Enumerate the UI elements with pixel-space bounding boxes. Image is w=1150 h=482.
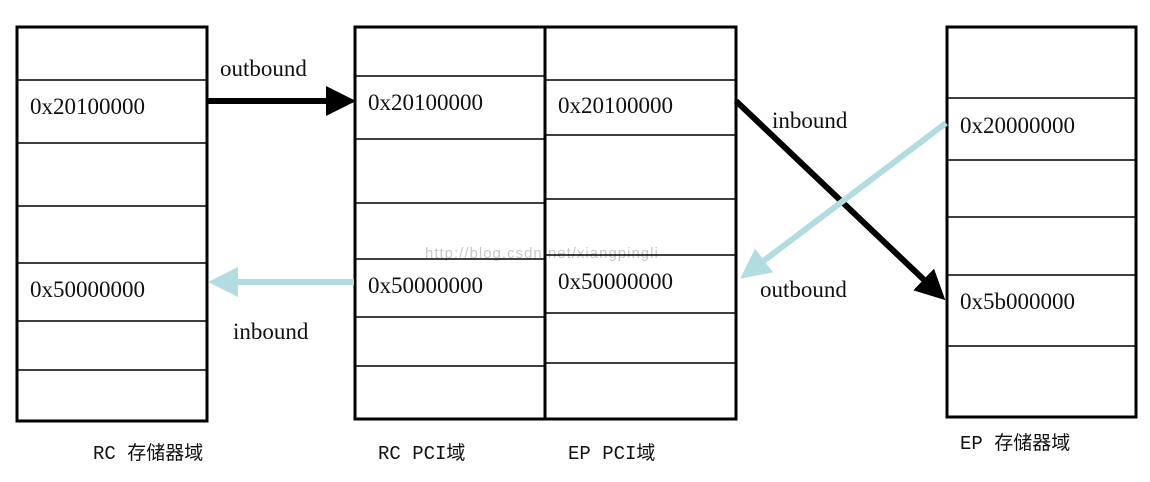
ep-pci-box: [543, 25, 738, 421]
address-label: 0x50000000: [558, 269, 673, 294]
address-label: 0x20100000: [558, 93, 673, 118]
ep-memory-box: [945, 25, 1138, 419]
rc-inbound-label: inbound: [233, 319, 309, 344]
rc-pci-domain-column: 0x20100000 0x50000000 RC PCI域: [353, 25, 547, 465]
column-caption: RC PCI域: [378, 442, 465, 465]
watermark-text: http://blog.csdn.net/xiangpingli: [425, 245, 659, 262]
address-label: 0x5b000000: [960, 289, 1075, 314]
address-label: 0x50000000: [30, 277, 145, 302]
ep-outbound-label: outbound: [760, 277, 847, 302]
column-caption: RC 存储器域: [93, 442, 203, 465]
ep-outbound-arrow: [740, 120, 948, 279]
ep-inbound-label: inbound: [772, 108, 848, 133]
ep-pci-domain-column: 0x20100000 0x50000000 EP PCI域: [543, 25, 738, 465]
column-caption: EP PCI域: [568, 442, 655, 465]
address-label: 0x50000000: [368, 273, 483, 298]
column-caption: EP 存储器域: [960, 432, 1070, 455]
ep-inbound-arrow: [733, 98, 946, 301]
ep-memory-domain-column: 0x20000000 0x5b000000 EP 存储器域: [945, 25, 1138, 455]
rc-memory-box: [15, 25, 209, 423]
address-label: 0x20100000: [368, 90, 483, 115]
rc-pci-box: [353, 25, 547, 421]
address-label: 0x20000000: [960, 113, 1075, 138]
rc-memory-domain-column: 0x20100000 0x50000000 RC 存储器域: [15, 25, 209, 465]
rc-outbound-label: outbound: [220, 56, 307, 81]
address-label: 0x20100000: [30, 94, 145, 119]
